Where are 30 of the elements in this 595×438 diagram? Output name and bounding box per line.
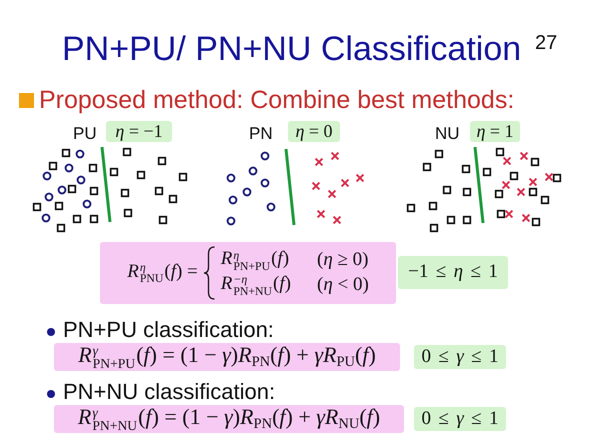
constraint-text: −1 ≤ η ≤ 1 <box>408 262 498 283</box>
constraint-text: 0 ≤ γ ≤ 1 <box>422 408 498 430</box>
formula-highlight <box>100 242 396 304</box>
case-condition: (η ≥ 0) <box>316 250 369 272</box>
bullet-text: PN+PU classification: <box>63 319 274 341</box>
slide-title: PN+PU/ PN+NU Classification <box>62 32 522 66</box>
panel-label: PU <box>73 125 97 142</box>
formula-highlight <box>54 343 400 371</box>
equation-text: R$^{γ}$$_{PN+PU}$(f) = (1 − γ)R$_{PN}$(f) + γR$_{PU}$(f) <box>78 342 376 372</box>
constraint-highlight <box>414 407 506 431</box>
panel-label: NU <box>435 125 460 142</box>
parameter-text: η = 0 <box>295 122 333 142</box>
bullet-text: PN+NU classification: <box>63 381 276 403</box>
parameter-highlight <box>106 121 172 142</box>
constraint-highlight <box>398 256 508 289</box>
equation-text: R$^{η}$$_{PNU}$(f) = <box>127 262 198 284</box>
case-condition: (η < 0) <box>316 274 369 296</box>
section-heading: Proposed method: Combine best methods: <box>39 88 514 113</box>
panel-label: PN <box>249 125 273 142</box>
equation-text: R$^{γ}$$_{PN+NU}$(f) = (1 − γ)R$_{PN}$(f) + γR$_{NU}$(f) <box>78 404 380 434</box>
parameter-highlight <box>288 121 340 142</box>
parameter-highlight <box>470 121 520 142</box>
parameter-text: η = 1 <box>476 122 514 142</box>
constraint-highlight <box>414 345 506 369</box>
parameter-text: η = −1 <box>115 122 163 142</box>
page-number: 27 <box>535 33 558 53</box>
formula-highlight <box>54 405 404 433</box>
case-formula: R$^{−η}$$_{PN+NU}$(f) <box>220 274 291 297</box>
constraint-text: 0 ≤ γ ≤ 1 <box>422 346 498 368</box>
case-formula: R$^{η}$$_{PN+PU}$(f) <box>220 249 290 272</box>
